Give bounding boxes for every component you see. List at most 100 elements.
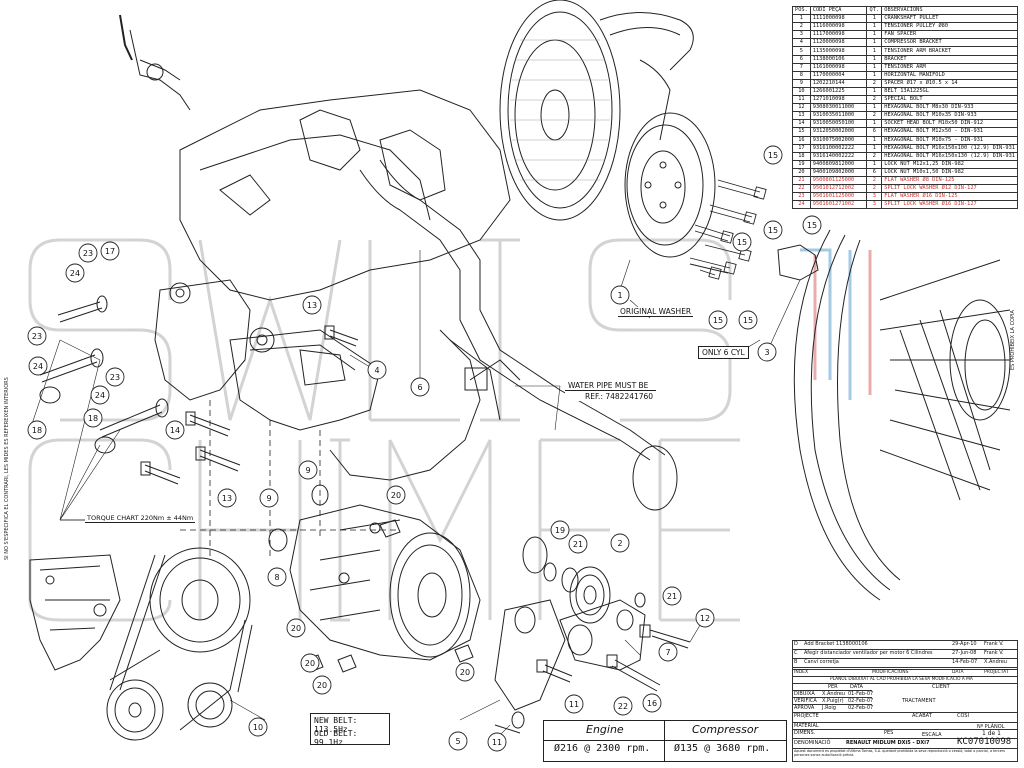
callout-20d: [312, 675, 332, 695]
cell-obs: BRACKET: [881, 54, 1018, 64]
cell-obs: BELT 13A1225GL: [881, 86, 1018, 97]
cell-qt: 2: [866, 111, 883, 121]
callout-15d: [732, 232, 752, 252]
cell-obs: HORIZONTAL MANIFOLD: [881, 70, 1018, 80]
callouts: [27, 145, 822, 752]
header-obs: OBSERVACIONS: [881, 5, 1018, 16]
cell-obs: HEXAGONAL BOLT M12x50 - DIN-931: [881, 127, 1018, 137]
header-code: CODI PEÇA: [809, 5, 868, 16]
svg-text:13: 13: [222, 494, 232, 503]
callout-1: [610, 285, 630, 305]
new-belt-text: NEW BELT: 113.5Hz: [314, 716, 358, 734]
callout-15e: [708, 310, 728, 330]
cell-pos: 5: [792, 46, 811, 56]
callout-15b: [763, 220, 783, 240]
svg-text:15: 15: [768, 226, 778, 235]
cell-qt: 1: [866, 143, 883, 153]
per-label: PER: [828, 684, 838, 690]
callout-20b: [286, 618, 306, 638]
cell-qt: 1: [866, 135, 883, 145]
cell-pos: 18: [792, 151, 811, 161]
leader-lines: [29, 250, 801, 741]
cell-code: 9312050002000: [809, 127, 868, 137]
cell-code: 9316140002222: [809, 151, 868, 161]
footer-note: Aquest document es propietat d'Ultima To…: [794, 749, 1005, 757]
callout-13a: [302, 295, 322, 315]
cell-pos: 9: [792, 78, 811, 88]
compressor: [289, 504, 481, 661]
cell-qt: 1: [866, 30, 883, 40]
cell-obs: TENSIONER ARM BRACKET: [881, 46, 1018, 56]
client-label: CLIENT: [932, 684, 950, 690]
bolts-left: [39, 295, 169, 454]
cell-code: 1120000098: [809, 38, 868, 48]
cell-pos: 14: [792, 119, 811, 129]
svg-text:15: 15: [807, 221, 817, 230]
callout-8: [267, 567, 287, 587]
svg-text:4: 4: [374, 366, 379, 375]
callout-18b: [83, 408, 103, 428]
rev-text: Add Bracket 1138000106: [804, 641, 868, 647]
svg-text:11: 11: [569, 700, 579, 709]
svg-text:15: 15: [713, 316, 723, 325]
cell-obs: SPECIAL BOLT: [881, 95, 1018, 105]
callout-24a: [65, 263, 85, 283]
cell-qt: 2: [866, 95, 883, 105]
callout-15c: [802, 215, 822, 235]
svg-text:22: 22: [618, 702, 628, 711]
material-label: MATERIAL: [794, 723, 819, 729]
callout-12: [695, 608, 715, 628]
svg-text:20: 20: [460, 668, 470, 677]
svg-text:9: 9: [266, 494, 271, 503]
svg-text:20: 20: [317, 681, 327, 690]
cell-pos: 1: [792, 14, 811, 24]
sign-data: 01-Feb-07: [848, 691, 874, 697]
svg-text:24: 24: [33, 362, 43, 371]
cell-code: 9310075002000: [809, 135, 868, 145]
callout-24b: [28, 356, 48, 376]
callout-2: [610, 533, 630, 553]
sign-data: 02-Feb-07: [848, 705, 874, 711]
svg-text:19: 19: [555, 526, 565, 535]
fan-assembly: [793, 229, 1011, 601]
engine-block: [179, 89, 511, 301]
rev-who: Frank V.: [984, 650, 1004, 656]
rev-n: D: [794, 641, 798, 647]
header-qt: QT.: [866, 5, 883, 16]
svg-text:15: 15: [743, 316, 753, 325]
projecte-label: PROJECTE: [794, 713, 819, 719]
cell-pos: 2: [792, 22, 811, 32]
sign-data: 02-Feb-07: [848, 698, 874, 704]
cell-code: 1170000004: [809, 70, 868, 80]
fan-spacer: [624, 112, 716, 258]
engine-speed-value: Ø216 @ 2300 rpm.: [554, 743, 651, 754]
svg-text:17: 17: [105, 247, 115, 256]
cell-qt: 1: [866, 14, 883, 24]
water-pipe-label: WATER PIPE MUST BE REF.: 7482241760: [565, 381, 657, 401]
callout-3: [757, 342, 777, 362]
cell-pos: 13: [792, 111, 811, 121]
rev-date: 14-Feb-07: [952, 659, 978, 665]
cell-pos: 7: [792, 62, 811, 72]
dimensions-label: DIMENS.: [794, 730, 816, 736]
cell-code: 9310050050100: [809, 119, 868, 129]
escala-label: ESCALA: [922, 732, 942, 738]
tractament-label: TRACTAMENT: [902, 698, 936, 704]
callout-19: [550, 520, 570, 540]
cell-pos: 8: [792, 70, 811, 80]
cell-qt: 1: [866, 62, 883, 72]
cell-pos: 6: [792, 54, 811, 64]
callout-10: [248, 717, 268, 737]
svg-text:7: 7: [665, 648, 670, 657]
callout-21b: [662, 586, 682, 606]
cell-qt: 1: [866, 86, 883, 97]
drawing-title: RENAULT MIDLUM DXi5 - DXi7: [846, 740, 930, 746]
